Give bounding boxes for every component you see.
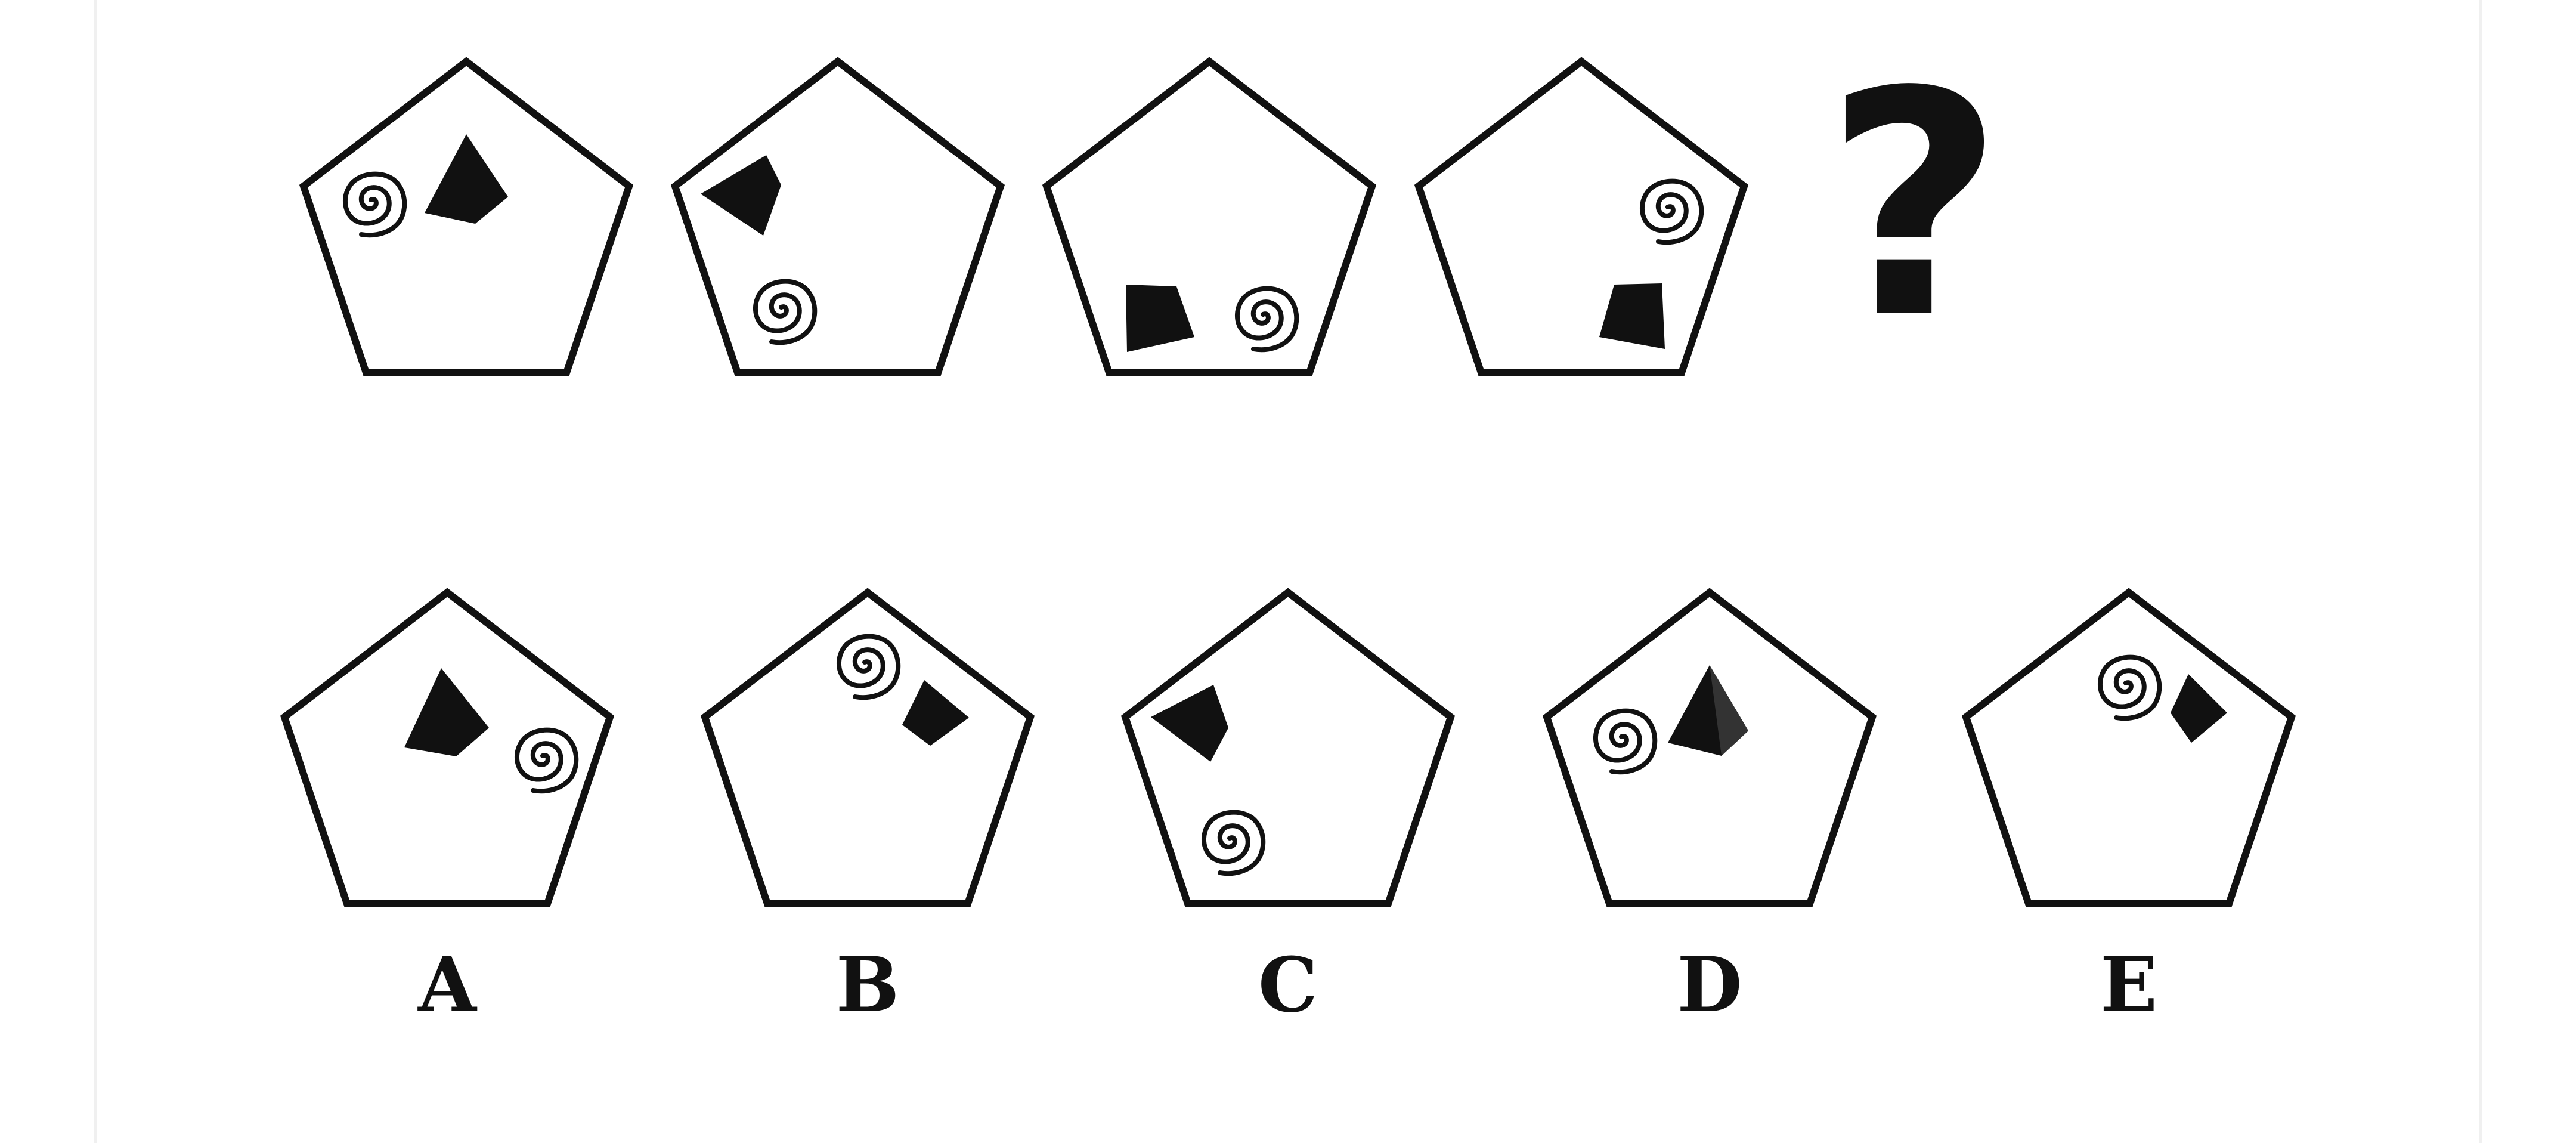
spiral-icon [839, 637, 898, 698]
black-quadrilateral [1126, 285, 1194, 352]
spiral-icon [1204, 813, 1263, 874]
black-quadrilateral [404, 668, 489, 756]
option-label-a[interactable]: A [417, 941, 478, 1029]
black-quadrilateral [1599, 283, 1665, 349]
option-figure-e[interactable] [1966, 592, 2292, 904]
sequence-figure-2 [675, 61, 1001, 373]
spiral-icon [345, 174, 404, 236]
option-label-b[interactable]: B [836, 941, 900, 1029]
black-quadrilateral [902, 680, 969, 746]
option-label-c[interactable]: C [1258, 941, 1318, 1029]
black-quadrilateral [425, 134, 508, 224]
sequence-figure-3 [1046, 61, 1372, 373]
black-quadrilateral [701, 155, 781, 236]
spiral-icon [517, 730, 576, 792]
sequence-figure-1 [304, 61, 629, 373]
option-label-d[interactable]: D [1677, 941, 1742, 1029]
sequence-figure-4 [1419, 61, 1744, 373]
black-quadrilateral [2171, 674, 2227, 743]
question-mark: ? [1824, 25, 2004, 387]
spiral-icon [1642, 181, 1701, 243]
spiral-icon [1237, 289, 1296, 350]
option-figure-b[interactable] [705, 592, 1030, 904]
option-figure-c[interactable] [1125, 592, 1451, 904]
option-figure-a[interactable] [284, 592, 610, 904]
spiral-icon [1596, 711, 1655, 773]
black-quadrilateral [1151, 685, 1228, 762]
quadrilateral-highlight [1710, 665, 1748, 756]
option-label-e[interactable]: E [2100, 941, 2157, 1029]
spiral-icon [2100, 657, 2159, 719]
option-figure-d[interactable] [1547, 592, 1872, 904]
spiral-icon [756, 282, 815, 343]
